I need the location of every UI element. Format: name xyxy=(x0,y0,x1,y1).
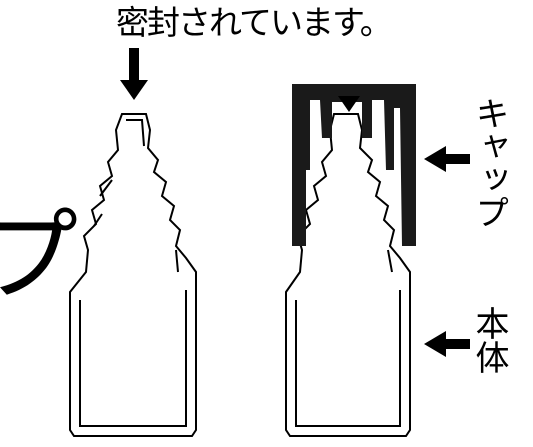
capped-bottle xyxy=(285,84,416,437)
body-arrow xyxy=(424,331,470,357)
cap-arrow xyxy=(424,146,470,172)
cap-nozzle-tip xyxy=(338,96,360,112)
cap-label: キャップ xyxy=(469,96,509,228)
sealed-bottle-inner xyxy=(79,119,187,427)
capped-bottle-inner xyxy=(295,249,401,427)
cut-off-label: プ xyxy=(0,198,78,315)
sealed-bottle-outline xyxy=(69,113,197,437)
seal-arrow xyxy=(120,48,148,100)
sealed-label: 密封されています。 xyxy=(116,3,393,42)
capped-bottle-outline xyxy=(285,113,411,437)
cap xyxy=(292,84,416,246)
body-label: 本体 xyxy=(469,306,509,374)
sealed-bottle xyxy=(69,113,197,437)
